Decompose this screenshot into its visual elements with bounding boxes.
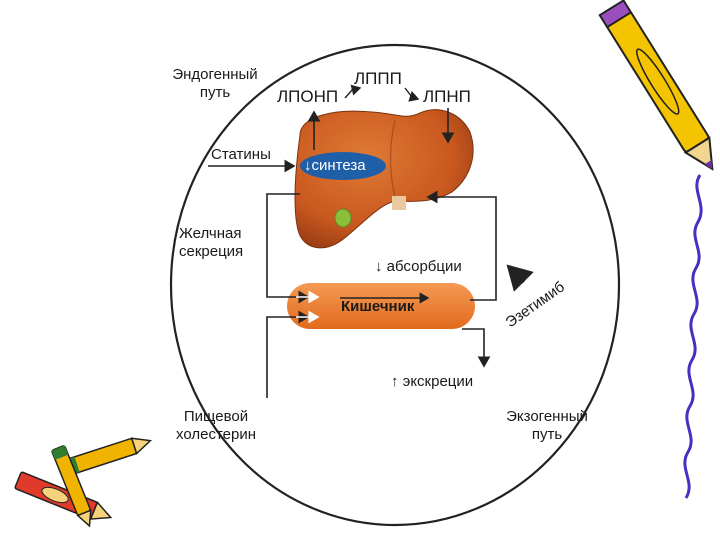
synthesis-label: ↓синтеза xyxy=(304,157,366,174)
squiggle-border xyxy=(683,174,703,499)
synthesis-badge xyxy=(300,152,386,180)
crayons-icon xyxy=(14,437,153,528)
ldl-label: ЛПНП xyxy=(423,87,471,106)
endogenous-path-label: Эндогенный путь xyxy=(172,66,258,101)
dietary-cholesterol-label: Пищевой холестерин xyxy=(176,408,256,443)
statins-label: Статины xyxy=(211,146,271,163)
ezetimibe-label: Эзетимиб xyxy=(503,278,568,331)
pencil-icon xyxy=(598,0,714,171)
liver-icon xyxy=(294,109,474,249)
intestine-label: Кишечник xyxy=(341,298,415,315)
excretion-label: ↑ экскреции xyxy=(391,373,474,390)
bile-secretion-label: Желчная секреция xyxy=(179,225,244,260)
idl-label: ЛППП xyxy=(354,69,402,88)
absorption-label: ↓ абсорбции xyxy=(375,258,462,275)
vldl-label: ЛПОНП xyxy=(277,87,339,106)
gallbladder-icon xyxy=(334,208,352,228)
cycle-circle xyxy=(169,43,621,527)
exogenous-path-label: Экзогенный путь xyxy=(506,408,588,443)
